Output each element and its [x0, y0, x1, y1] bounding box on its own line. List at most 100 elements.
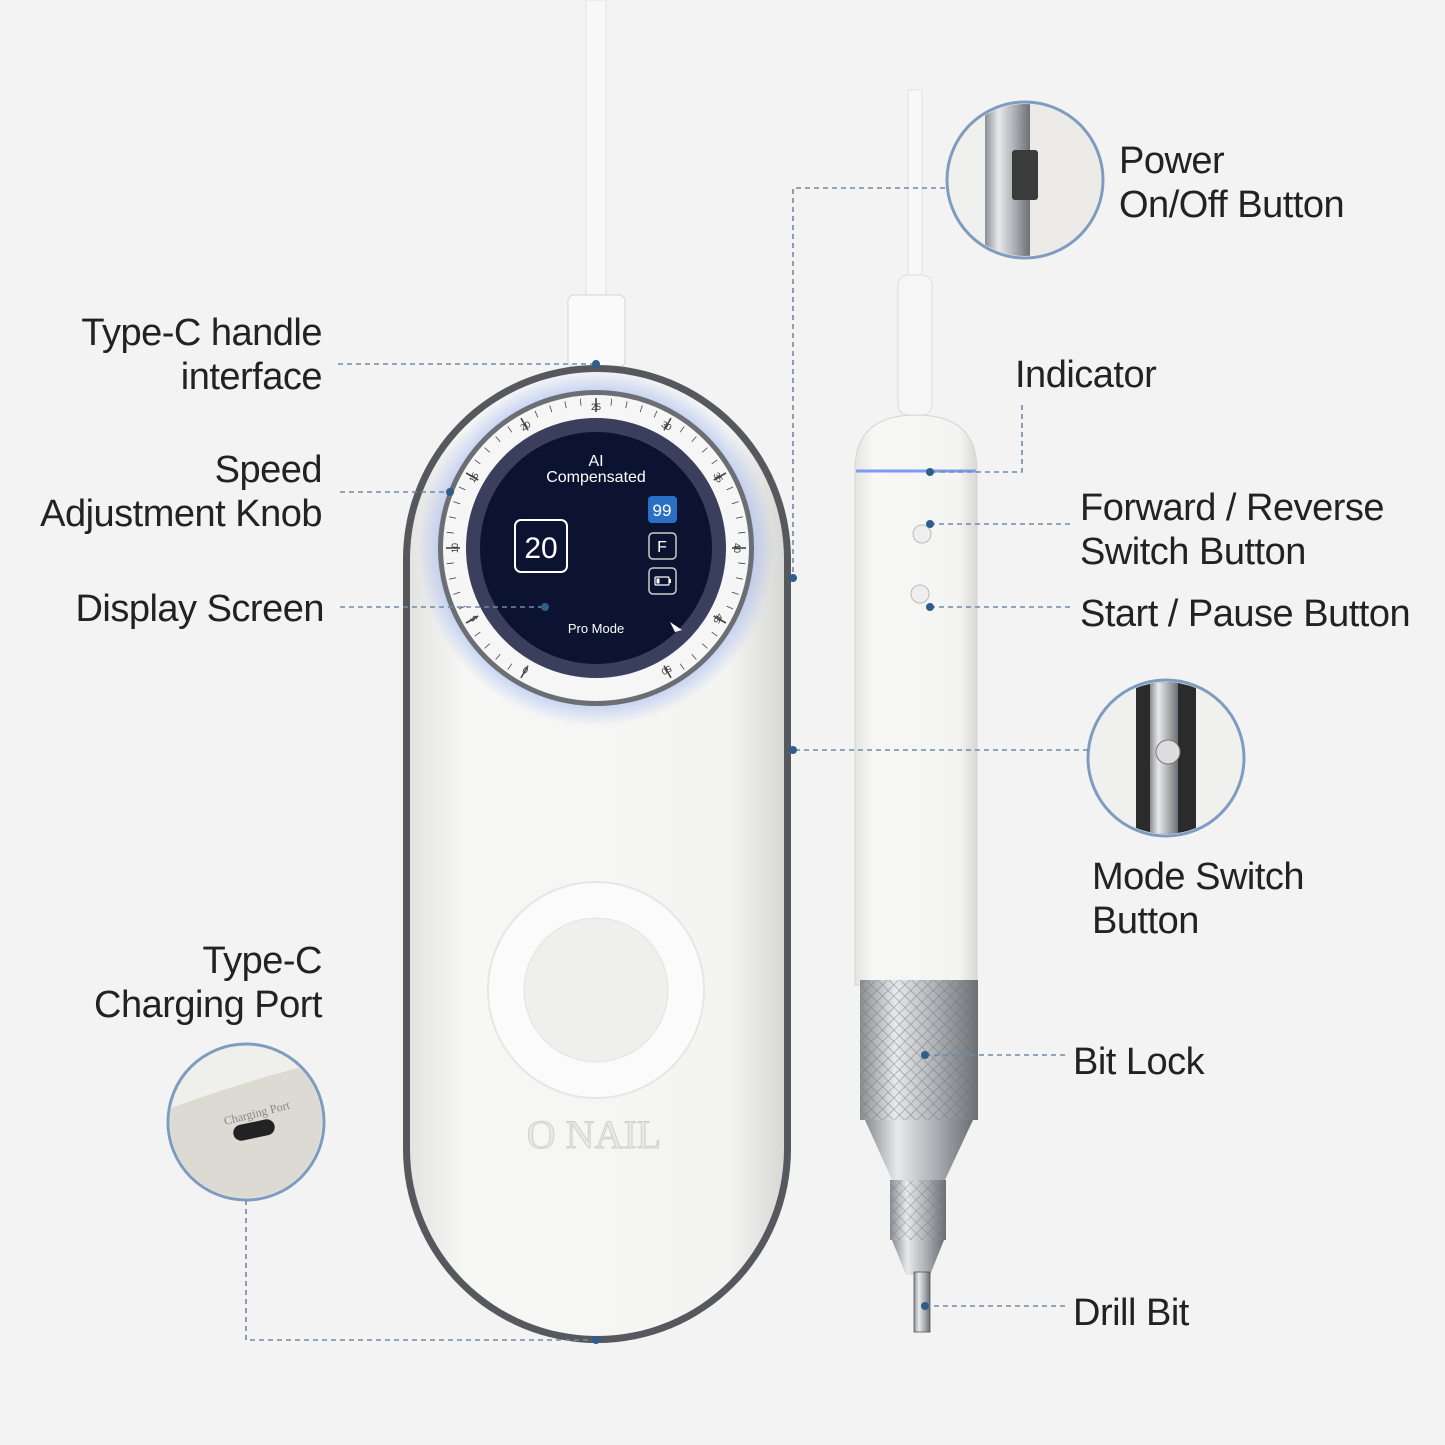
dial-tick — [495, 436, 501, 442]
dial-tick — [484, 643, 490, 649]
leader-lines — [245, 187, 1088, 1344]
dial-tick — [713, 472, 727, 481]
dial-tick-label: 35 — [711, 471, 725, 485]
nose — [892, 1240, 944, 1275]
dial-tick — [663, 665, 672, 679]
dial-tick-label: 45 — [711, 612, 725, 626]
dial-tick — [702, 447, 708, 453]
label-mode-switch-2: Button — [1092, 900, 1199, 942]
cable — [585, 0, 607, 301]
dial-tick — [549, 405, 553, 413]
display-screen — [480, 432, 712, 664]
pointer-icon — [670, 622, 682, 632]
dial-tick — [610, 398, 613, 406]
battery-box — [648, 567, 677, 595]
label-indicator: Indicator — [1015, 354, 1157, 396]
dial-tick-label: 20 — [519, 419, 533, 433]
dial-tick — [726, 486, 734, 491]
dial-tick — [735, 516, 743, 519]
dial-tick — [534, 410, 539, 418]
dial-tick — [484, 447, 490, 453]
dial-ticks: 0 5 10 15 20 25 30 35 40 45 50 — [446, 398, 746, 679]
drill-bit — [913, 1271, 931, 1333]
dial-tick — [458, 605, 466, 610]
dial-tick — [507, 663, 513, 670]
battery-icon — [654, 576, 671, 586]
dial-tick — [679, 426, 685, 433]
callout-power — [945, 100, 1105, 260]
dial-tick-label: 10 — [450, 543, 460, 553]
dial-tick-label: 40 — [732, 543, 742, 553]
dial-tick — [507, 426, 513, 433]
dial-tick — [663, 417, 672, 431]
type-c-connector — [567, 294, 626, 368]
label-charging-2: Charging Port — [94, 984, 323, 1026]
speed-box — [514, 519, 568, 573]
label-forward-reverse-2: Switch Button — [1080, 531, 1306, 573]
dial-tick — [713, 615, 727, 624]
label-start-pause: Start / Pause Button — [1080, 593, 1410, 635]
dial-tick — [474, 631, 481, 637]
start-pause-button[interactable] — [910, 584, 930, 604]
badge-value: 99 — [653, 501, 672, 520]
dial-tick — [564, 401, 567, 409]
badge-99 — [648, 496, 677, 523]
callout-mode-switch — [1086, 678, 1246, 838]
direction-box — [648, 532, 677, 560]
speed-value: 20 — [524, 532, 557, 565]
label-speed-2: Adjustment Knob — [40, 493, 322, 535]
dial-tick — [702, 643, 708, 649]
dial-tick — [465, 472, 479, 481]
label-drill-bit: Drill Bit — [1073, 1292, 1190, 1334]
collet-knurl — [890, 1180, 946, 1240]
dial-tick — [520, 665, 529, 679]
magnetic-center — [523, 917, 669, 1063]
dial-tick-label: 30 — [660, 419, 674, 433]
label-display-screen: Display Screen — [75, 588, 324, 630]
dial-tick-label: 50 — [660, 663, 674, 677]
callout-charging-port: Charging Port — [166, 1042, 326, 1202]
dial-tick — [711, 459, 718, 465]
label-power-2: On/Off Button — [1119, 184, 1344, 226]
label-type-c-handle-1: Type-C handle — [81, 312, 322, 354]
forward-reverse-button[interactable] — [912, 524, 932, 544]
handpiece-body — [854, 414, 978, 986]
handpiece-cable — [907, 89, 923, 291]
dial-tick — [453, 591, 461, 595]
label-type-c-handle-2: interface — [181, 356, 322, 398]
dial-tick — [495, 654, 501, 660]
dial-tick — [458, 486, 466, 491]
dial-tick — [465, 615, 479, 624]
dial-tick — [735, 577, 743, 580]
dial-tick — [579, 398, 582, 406]
dial-tick-label: 0 — [521, 665, 530, 676]
handpiece — [854, 89, 978, 1333]
dial-tick — [711, 631, 718, 637]
dial-tick — [691, 654, 697, 660]
screen-title-2: Compensated — [546, 469, 646, 486]
dial-tick — [446, 562, 454, 565]
label-power-1: Power — [1119, 140, 1225, 182]
dial-tick-label: 5 — [468, 614, 479, 623]
dial-tick — [726, 605, 734, 610]
dial-tick — [446, 531, 454, 534]
dial-tick — [679, 663, 685, 670]
dial-tick — [731, 501, 739, 505]
bit-lock-knurl — [860, 980, 978, 1120]
label-forward-reverse-1: Forward / Reverse — [1080, 487, 1384, 529]
label-mode-switch-1: Mode Switch — [1092, 856, 1304, 898]
dial-tick — [625, 401, 628, 409]
dial-tick — [738, 531, 746, 534]
dial-tick-label: 15 — [467, 471, 481, 485]
dial-tick — [639, 405, 643, 413]
dial-tick — [474, 459, 481, 465]
mode-label: Pro Mode — [568, 621, 624, 636]
label-speed-1: Speed — [215, 449, 322, 491]
brand-logo: O NAIL — [527, 1112, 661, 1157]
label-charging-1: Type-C — [203, 940, 322, 982]
dial-tick — [653, 410, 658, 418]
dial-tick-label: 25 — [591, 402, 601, 412]
